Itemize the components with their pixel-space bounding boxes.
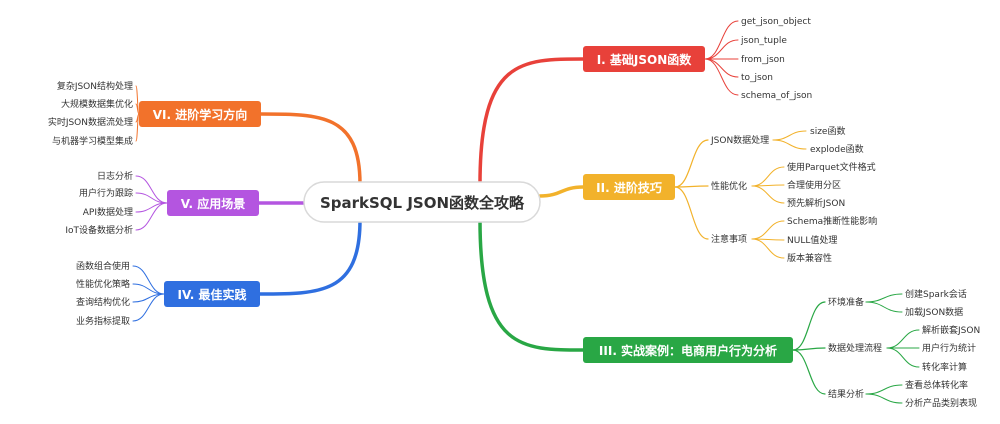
branch-node-b1[interactable]: I. 基础JSON函数 xyxy=(583,46,705,72)
leaf-link xyxy=(865,384,903,395)
leaf-node[interactable]: 版本兼容性 xyxy=(787,252,832,264)
leaf-node[interactable]: size函数 xyxy=(810,125,845,137)
branch-label: V. 应用场景 xyxy=(181,196,245,211)
leaf-node[interactable]: 与机器学习模型集成 xyxy=(52,135,133,147)
branch-node-b2[interactable]: II. 进阶技巧 xyxy=(583,174,675,200)
leaf-node[interactable]: get_json_object xyxy=(741,17,811,27)
leaf-link xyxy=(704,39,739,60)
leaf-link xyxy=(751,238,785,259)
branch-label: IV. 最佳实践 xyxy=(178,287,247,302)
sub-link xyxy=(792,347,826,351)
root-node[interactable]: SparkSQL JSON函数全攻略 xyxy=(303,181,541,223)
leaf-link xyxy=(751,166,785,187)
leaf-link xyxy=(886,329,920,349)
leaf-node[interactable]: 函数组合使用 xyxy=(76,260,130,272)
leaf-node[interactable]: json_tuple xyxy=(740,36,787,46)
leaf-node[interactable]: API数据处理 xyxy=(83,206,133,218)
leaf-node[interactable]: IoT设备数据分析 xyxy=(65,224,133,236)
leaf-node[interactable]: 预先解析JSON xyxy=(787,197,845,209)
root-label: SparkSQL JSON函数全攻略 xyxy=(320,194,525,212)
leaf-link xyxy=(751,185,785,204)
sub-node[interactable]: 环境准备 xyxy=(828,296,864,308)
branch-label: I. 基础JSON函数 xyxy=(597,52,693,67)
leaf-link xyxy=(751,220,785,240)
sub-link xyxy=(674,139,709,188)
leaf-node[interactable]: schema_of_json xyxy=(741,91,812,101)
sub-node[interactable]: JSON数据处理 xyxy=(710,134,769,146)
leaf-link xyxy=(135,175,168,204)
leaf-link xyxy=(886,347,920,368)
root-link-b3 xyxy=(478,218,585,352)
branch-node-b3[interactable]: III. 实战案例：电商用户行为分析 xyxy=(583,337,793,363)
leaf-link xyxy=(135,113,140,142)
sub-node[interactable]: 性能优化 xyxy=(711,180,747,192)
leaf-node[interactable]: NULL值处理 xyxy=(787,234,837,246)
leaf-node[interactable]: 用户行为统计 xyxy=(922,342,976,354)
leaf-node[interactable]: 解析嵌套JSON xyxy=(922,324,980,336)
leaf-node[interactable]: 分析产品类别表现 xyxy=(905,397,977,409)
leaf-link xyxy=(772,139,807,150)
leaf-link xyxy=(865,293,903,303)
leaf-node[interactable]: to_json xyxy=(741,73,773,83)
leaf-link xyxy=(865,301,903,313)
leaf-node[interactable]: 加载JSON数据 xyxy=(905,306,963,318)
leaf-link xyxy=(704,58,739,96)
leaf-node[interactable]: Schema推断性能影响 xyxy=(787,215,877,227)
leaf-link xyxy=(132,293,165,322)
leaf-node[interactable]: 业务指标提取 xyxy=(76,315,130,327)
root-link-b2 xyxy=(538,185,585,198)
leaf-node[interactable]: 实时JSON数据流处理 xyxy=(48,116,133,128)
leaf-node[interactable]: 使用Parquet文件格式 xyxy=(787,161,876,173)
leaf-node[interactable]: 查询结构优化 xyxy=(76,296,130,308)
root-link-b4 xyxy=(258,218,362,296)
leaf-link xyxy=(135,192,168,204)
sub-node[interactable]: 注意事项 xyxy=(711,233,747,245)
branch-node-b5[interactable]: V. 应用场景 xyxy=(167,190,259,216)
leaf-node[interactable]: 日志分析 xyxy=(97,170,133,182)
leaf-link xyxy=(704,58,739,78)
sub-node[interactable]: 数据处理流程 xyxy=(828,342,882,354)
leaf-link xyxy=(135,202,168,231)
branch-label: VI. 进阶学习方向 xyxy=(153,107,248,122)
branch-label: III. 实战案例：电商用户行为分析 xyxy=(599,343,777,358)
links-layer xyxy=(132,20,920,404)
sub-link xyxy=(792,301,826,351)
leaf-node[interactable]: 性能优化策略 xyxy=(76,278,130,290)
leaf-node[interactable]: 合理使用分区 xyxy=(787,179,841,191)
leaf-link xyxy=(865,393,903,404)
leaf-node[interactable]: 创建Spark会话 xyxy=(905,288,967,300)
leaf-node[interactable]: from_json xyxy=(741,55,785,65)
sub-link xyxy=(674,185,709,188)
leaf-node[interactable]: 转化率计算 xyxy=(922,361,967,373)
leaf-link xyxy=(704,20,739,60)
leaf-node[interactable]: 复杂JSON结构处理 xyxy=(57,80,133,92)
branch-label: II. 进阶技巧 xyxy=(596,180,662,195)
leaf-node[interactable]: 查看总体转化率 xyxy=(905,379,968,391)
leaf-link xyxy=(132,265,165,295)
root-link-b1 xyxy=(478,57,585,186)
leaf-node[interactable]: explode函数 xyxy=(810,143,864,155)
root-link-b6 xyxy=(259,112,362,186)
leaf-link xyxy=(772,130,807,141)
branch-node-b6[interactable]: VI. 进阶学习方向 xyxy=(139,101,261,127)
leaf-node[interactable]: 大规模数据集优化 xyxy=(61,98,133,110)
sub-node[interactable]: 结果分析 xyxy=(828,388,864,400)
sub-link xyxy=(792,349,826,395)
branch-node-b4[interactable]: IV. 最佳实践 xyxy=(164,281,260,307)
sub-link xyxy=(674,186,709,240)
leaf-node[interactable]: 用户行为跟踪 xyxy=(79,187,133,199)
